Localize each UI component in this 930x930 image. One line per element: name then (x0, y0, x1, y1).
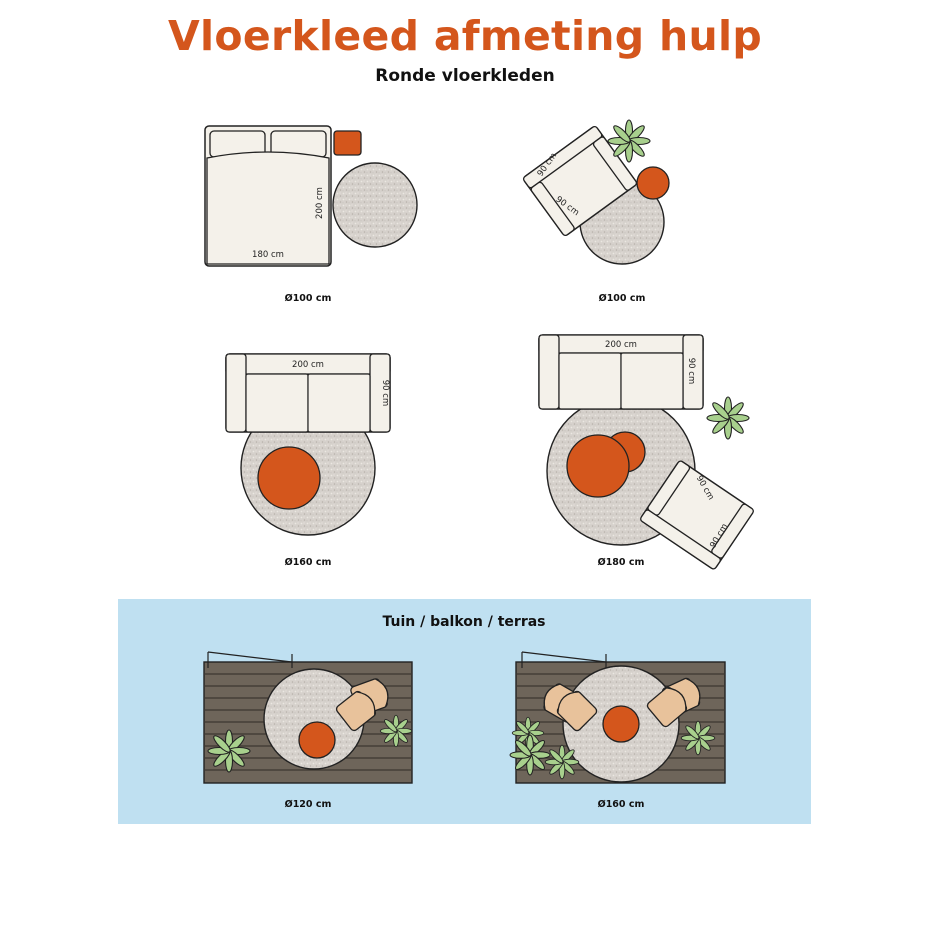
plant (207, 729, 251, 773)
dim-sofa-depth: 90 cm (686, 358, 696, 384)
dim-sofa-depth: 90 cm (380, 380, 390, 406)
scene-armchair: 90 cm 90 cm Ø100 cm (522, 119, 670, 304)
plant (706, 396, 750, 440)
nightstand (333, 130, 362, 156)
dim-bed-length: 200 cm (315, 187, 325, 219)
round-table (298, 721, 336, 759)
caption-bedroom: Ø100 cm (285, 293, 332, 304)
scene-sofa: 200 cm 90 cm Ø160 cm (225, 353, 391, 568)
scene-lounge: 200 cm 90 cm 90 cm 90 cm Ø180 cm (538, 334, 754, 570)
sofa (538, 334, 704, 410)
caption-lounge: Ø180 cm (598, 557, 645, 568)
caption-outdoor-small: Ø120 cm (285, 799, 332, 810)
plant (680, 720, 716, 756)
side-table (636, 166, 670, 200)
round-rug (332, 162, 418, 248)
duvet (206, 151, 330, 265)
scene-bedroom: 180 cm 200 cm Ø100 cm (204, 125, 418, 304)
dim-sofa-width: 200 cm (292, 360, 324, 370)
outdoor-panel: Tuin / balkon / terras (118, 599, 811, 824)
plant (544, 744, 580, 780)
dim-bed-width: 180 cm (252, 250, 284, 260)
page-title: Vloerkleed afmeting hulp (167, 12, 762, 60)
sofa (225, 353, 391, 433)
page-subtitle: Ronde vloerkleden (375, 66, 555, 86)
caption-sofa: Ø160 cm (285, 557, 332, 568)
coffee-table (257, 446, 321, 510)
plant (379, 714, 413, 748)
outdoor-heading: Tuin / balkon / terras (382, 614, 545, 630)
plant (509, 734, 551, 776)
dim-sofa-width: 200 cm (605, 340, 637, 350)
deck-large (509, 651, 726, 784)
caption-outdoor-large: Ø160 cm (598, 799, 645, 810)
deck-small (203, 651, 413, 784)
coffee-table (566, 434, 630, 498)
armchair (522, 125, 638, 237)
round-table (602, 705, 640, 743)
armchair (640, 460, 754, 570)
caption-armchair: Ø100 cm (599, 293, 646, 304)
plant (607, 119, 651, 163)
